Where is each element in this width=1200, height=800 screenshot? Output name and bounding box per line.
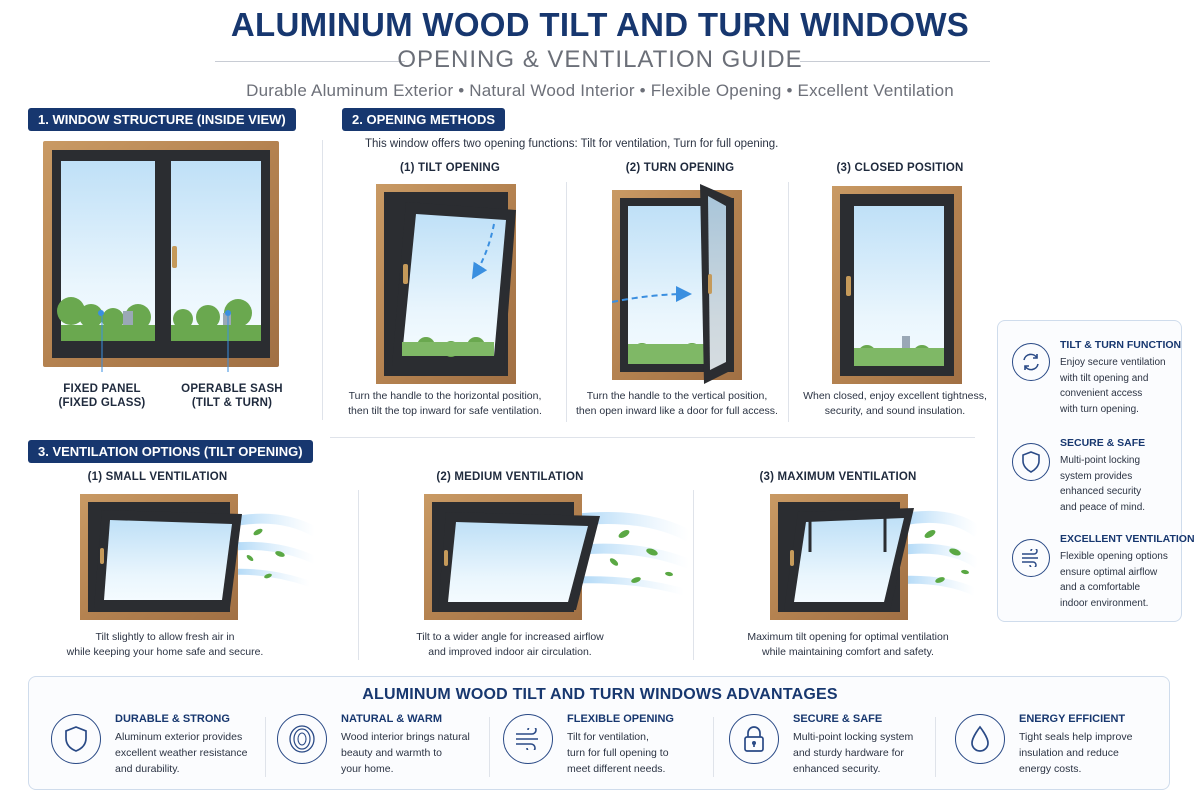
sash-pointer-line — [226, 316, 231, 372]
feature-sidebar: TILT & TURN FUNCTION Enjoy secure ventil… — [997, 320, 1195, 622]
fixed-panel-label: FIXED PANEL (FIXED GLASS) — [58, 383, 146, 409]
maximum-ventilation-illustration — [770, 492, 980, 624]
closed-position-caption: When closed, enjoy excellent tightness,s… — [803, 390, 987, 417]
subtitle-rule-left — [215, 61, 405, 62]
sidebar-item-title: EXCELLENT VENTILATION — [1060, 533, 1195, 545]
advantage-text: Tilt for ventilation,turn for full openi… — [567, 731, 669, 775]
maximum-ventilation-caption: Maximum tilt opening for optimal ventila… — [747, 631, 949, 658]
section-tag-opening: 2. OPENING METHODS — [342, 108, 506, 131]
advantages-panel: ALUMINUM WOOD TILT AND TURN WINDOWS ADVA… — [28, 676, 1170, 790]
divider — [566, 182, 567, 422]
closed-position-illustration — [832, 186, 962, 384]
divider — [358, 490, 359, 660]
subtitle-rule-right — [800, 61, 990, 62]
section-tag-structure: 1. WINDOW STRUCTURE (INSIDE VIEW) — [28, 108, 296, 131]
medium-ventilation-illustration — [424, 492, 694, 624]
tilt-opening-caption: Turn the handle to the horizontal positi… — [348, 390, 542, 417]
advantage-title: SECURE & SAFE — [793, 713, 883, 725]
wind-icon — [1012, 539, 1050, 577]
turn-opening-illustration — [612, 184, 746, 384]
lock-icon — [729, 714, 779, 764]
shield-icon — [1012, 443, 1050, 481]
method-title-closed: (3) CLOSED POSITION — [836, 162, 964, 174]
wind-icon — [503, 714, 553, 764]
advantage-flexible: FLEXIBLE OPENING Tilt for ventilation,tu… — [481, 711, 706, 785]
sidebar-item-title: SECURE & SAFE — [1060, 437, 1146, 449]
advantage-energy: ENERGY EFFICIENT Tight seals help improv… — [933, 711, 1158, 785]
method-title-tilt: (1) TILT OPENING — [399, 162, 501, 174]
divider — [489, 717, 490, 777]
rotate-arrows-icon — [1012, 343, 1050, 381]
divider — [322, 140, 323, 420]
structure-window-illustration — [43, 141, 279, 367]
advantage-durable: DURABLE & STRONG Aluminum exterior provi… — [29, 711, 254, 785]
advantages-title: ALUMINUM WOOD TILT AND TURN WINDOWS ADVA… — [362, 686, 838, 703]
sidebar-item-title: TILT & TURN FUNCTION — [1060, 339, 1182, 351]
small-ventilation-illustration — [80, 492, 320, 624]
tilt-opening-illustration — [376, 184, 518, 384]
advantage-natural: NATURAL & WARM Wood interior brings natu… — [255, 711, 480, 785]
divider — [935, 717, 936, 777]
divider — [713, 717, 714, 777]
vent-title-maximum: (3) MAXIMUM VENTILATION — [759, 471, 917, 483]
fixed-pointer-line — [100, 316, 105, 372]
divider — [330, 437, 975, 438]
advantage-secure: SECURE & SAFE Multi-point locking system… — [707, 711, 932, 785]
advantage-title: DURABLE & STRONG — [115, 713, 230, 725]
advantage-title: ENERGY EFFICIENT — [1019, 713, 1126, 725]
method-title-turn: (2) TURN OPENING — [625, 162, 735, 174]
vent-title-small: (1) SMALL VENTILATION — [87, 471, 228, 483]
medium-ventilation-caption: Tilt to a wider angle for increased airf… — [416, 631, 604, 658]
divider — [693, 490, 694, 660]
divider — [265, 717, 266, 777]
subtitle-row: OPENING & VENTILATION GUIDE — [0, 46, 1200, 76]
page-title: ALUMINUM WOOD TILT AND TURN WINDOWS — [230, 6, 970, 43]
opening-intro: This window offers two opening functions… — [365, 138, 779, 150]
water-drop-icon — [955, 714, 1005, 764]
vent-title-medium: (2) MEDIUM VENTILATION — [436, 471, 584, 483]
page-tagline: Durable Aluminum Exterior • Natural Wood… — [246, 81, 954, 100]
section-tag-ventilation: 3. VENTILATION OPTIONS (TILT OPENING) — [28, 440, 313, 463]
advantage-title: FLEXIBLE OPENING — [567, 713, 674, 725]
operable-sash-label: OPERABLE SASH (TILT & TURN) — [181, 383, 283, 409]
divider — [788, 182, 789, 422]
page-subtitle: OPENING & VENTILATION GUIDE — [397, 46, 803, 73]
wood-grain-icon — [277, 714, 327, 764]
turn-opening-caption: Turn the handle to the vertical position… — [576, 390, 778, 417]
advantage-title: NATURAL & WARM — [341, 713, 443, 725]
shield-icon — [51, 714, 101, 764]
